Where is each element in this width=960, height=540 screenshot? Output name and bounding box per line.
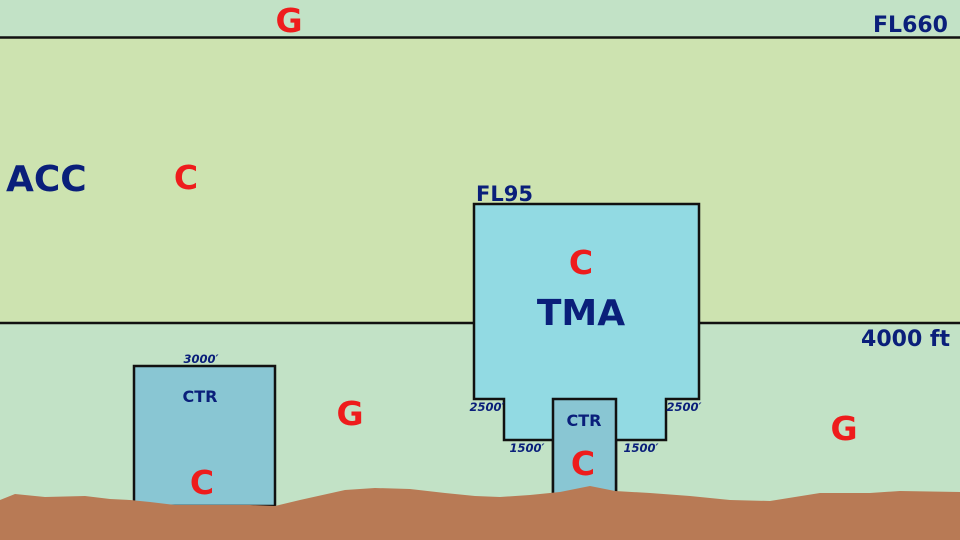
tma-step-low-right-label: 1500′ xyxy=(623,441,658,455)
tma-step-left-label: 2500′ xyxy=(469,400,504,414)
ctr-left-class-letter: C xyxy=(190,463,214,502)
tma-label: TMA xyxy=(537,293,625,334)
ctr-left-area xyxy=(132,364,277,508)
ctr-left-label: CTR xyxy=(183,387,218,406)
lower-class-letter: G xyxy=(336,394,363,433)
tma-step-right-label: 2500′ xyxy=(666,400,701,414)
ctr-right-label: CTR xyxy=(567,411,602,430)
terrain-ground-icon xyxy=(0,486,960,540)
fl660-label: FL660 xyxy=(873,13,948,38)
class-g-upper-band xyxy=(0,0,960,38)
tma-step-low-left-label: 1500′ xyxy=(509,441,544,455)
4000ft-label: 4000 ft xyxy=(861,327,950,352)
ctr-right-area xyxy=(551,397,618,501)
acc-class-letter: C xyxy=(174,158,198,197)
ctr-right-class-letter: C xyxy=(571,444,595,483)
right-class-letter: G xyxy=(830,409,857,448)
ctr-left-top-label: 3000′ xyxy=(183,352,218,366)
tma-class-letter: C xyxy=(569,243,593,282)
tma-top-label: FL95 xyxy=(476,182,533,206)
acc-label: ACC xyxy=(6,159,87,200)
upper-class-letter: G xyxy=(275,1,302,40)
